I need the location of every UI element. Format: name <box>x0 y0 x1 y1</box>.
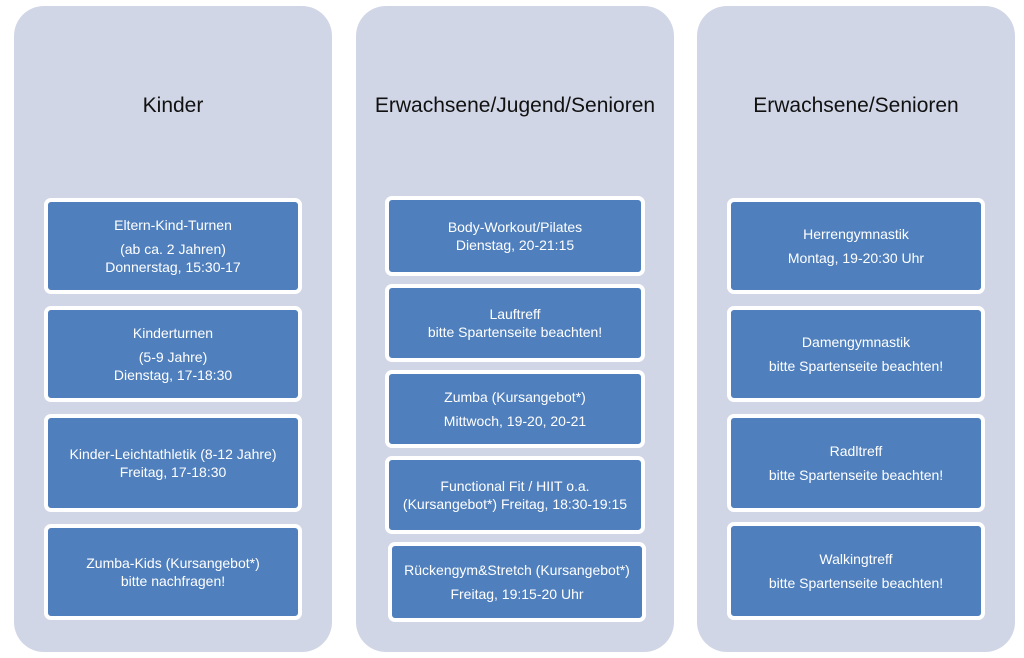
box-line: bitte Spartenseite beachten! <box>427 324 603 340</box>
box-line: Kinderturnen <box>132 325 214 341</box>
program-box: Eltern-Kind-Turnen (ab ca. 2 Jahren) Don… <box>44 198 302 294</box>
program-box: Walkingtreff bitte Spartenseite beachten… <box>727 522 985 620</box>
box-line: Dienstag, 17-18:30 <box>113 367 233 383</box>
box-line: Damengymnastik <box>801 334 911 350</box>
program-box: Kinderturnen (5-9 Jahre) Dienstag, 17-18… <box>44 306 302 402</box>
box-line: (ab ca. 2 Jahren) <box>120 241 226 257</box>
program-box: Herrengymnastik Montag, 19-20:30 Uhr <box>727 198 985 294</box>
box-line: bitte Spartenseite beachten! <box>768 358 944 374</box>
box-line: (Kursangebot*) Freitag, 18:30-19:15 <box>402 496 628 512</box>
program-box: Lauftreff bitte Spartenseite beachten! <box>385 284 645 362</box>
box-line: Freitag, 19:15-20 Uhr <box>450 586 584 602</box>
box-line: Functional Fit / HIIT o.a. <box>440 478 590 494</box>
program-box: Kinder-Leichtathletik (8-12 Jahre) Freit… <box>44 414 302 512</box>
program-box: Radltreff bitte Spartenseite beachten! <box>727 414 985 512</box>
box-line: bitte nachfragen! <box>120 573 226 589</box>
box-line: Zumba (Kursangebot*) <box>444 389 586 405</box>
program-box: Zumba-Kids (Kursangebot*) bitte nachfrag… <box>44 524 302 620</box>
box-line: Rückengym&Stretch (Kursangebot*) <box>404 562 630 578</box>
column-title: Erwachsene/Senioren <box>753 94 959 117</box>
box-line: Body-Workout/Pilates <box>447 219 583 235</box>
box-line: Zumba-Kids (Kursangebot*) <box>86 555 260 571</box>
box-line: Kinder-Leichtathletik (8-12 Jahre) <box>69 446 277 462</box>
box-line: Walkingtreff <box>819 551 893 567</box>
program-box: Functional Fit / HIIT o.a. (Kursangebot*… <box>385 456 645 534</box>
column-title: Erwachsene/Jugend/Senioren <box>374 94 656 117</box>
program-box: Rückengym&Stretch (Kursangebot*) Freitag… <box>388 542 646 622</box>
program-box: Zumba (Kursangebot*) Mittwoch, 19-20, 20… <box>385 370 645 448</box>
column-title: Kinder <box>142 94 204 117</box>
box-line: (5-9 Jahre) <box>138 349 208 365</box>
box-line: Eltern-Kind-Turnen <box>114 217 232 233</box>
box-line: Montag, 19-20:30 Uhr <box>787 250 925 266</box>
box-line: Mittwoch, 19-20, 20-21 <box>443 413 587 429</box>
box-line: Radltreff <box>829 443 883 459</box>
box-line: Dienstag, 20-21:15 <box>455 237 575 253</box>
box-line: bitte Spartenseite beachten! <box>768 467 944 483</box>
box-line: bitte Spartenseite beachten! <box>768 575 944 591</box>
box-line: Herrengymnastik <box>803 226 909 242</box>
program-box: Damengymnastik bitte Spartenseite beacht… <box>727 306 985 402</box>
box-line: Lauftreff <box>489 306 541 322</box>
program-box: Body-Workout/Pilates Dienstag, 20-21:15 <box>385 196 645 276</box>
box-line: Freitag, 17-18:30 <box>119 464 227 480</box>
box-line: Donnerstag, 15:30-17 <box>105 259 241 275</box>
